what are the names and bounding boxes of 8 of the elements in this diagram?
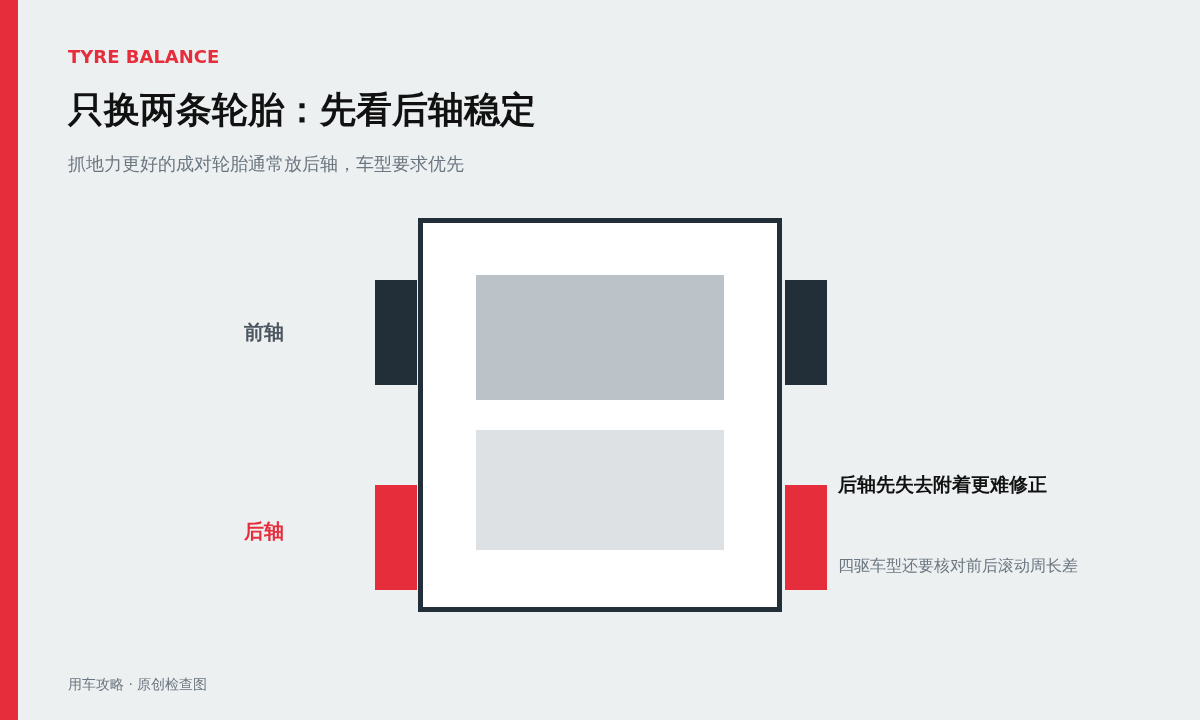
note-heading: 后轴先失去附着更难修正 xyxy=(838,472,1047,497)
axle-label: 后轴 xyxy=(244,518,284,545)
axle-label: 前轴 xyxy=(244,319,284,346)
footer-text: 用车攻略 · 原创检查图 xyxy=(68,676,208,694)
subtitle: 抓地力更好的成对轮胎通常放后轴，车型要求优先 xyxy=(68,152,464,176)
note-text: 四驱车型还要核对前后滚动周长差 xyxy=(838,556,1078,577)
kicker-text: TYRE BALANCE xyxy=(68,46,220,67)
title: 只换两条轮胎：先看后轴稳定 xyxy=(68,88,536,132)
